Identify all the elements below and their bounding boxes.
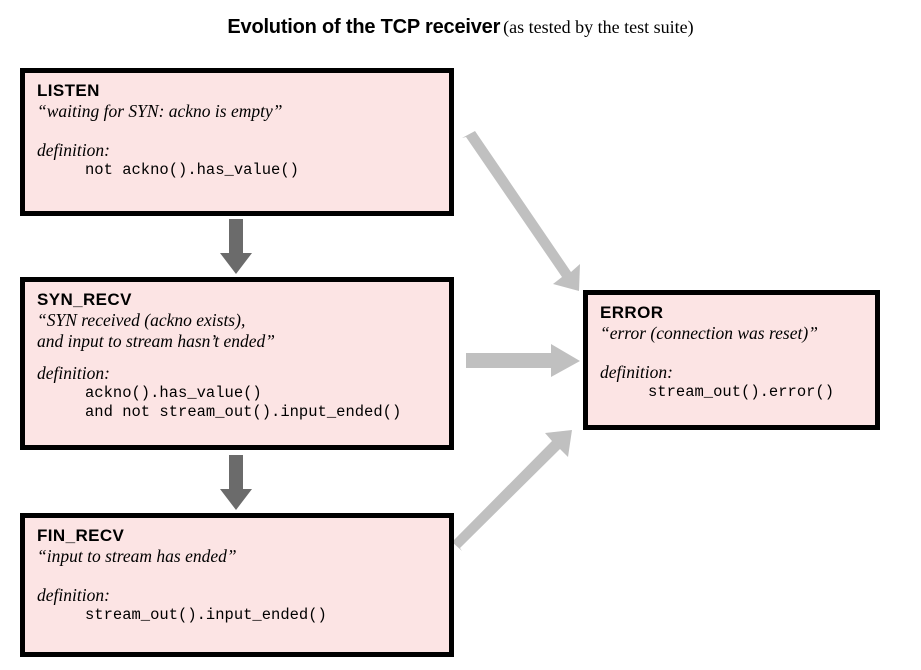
state-quote-listen: “waiting for SYN: ackno is empty” [37, 100, 283, 121]
arrow-fin-recv-to-error [452, 430, 572, 551]
definition-code-syn-recv: ackno().has_value() and not stream_out()… [85, 384, 402, 421]
arrow-listen-to-error [462, 131, 580, 291]
definition-code-fin-recv: stream_out().input_ended() [85, 606, 327, 625]
state-quote-fin-recv: “input to stream has ended” [37, 545, 237, 566]
state-box-error[interactable]: ERROR “error (connection was reset)” def… [583, 290, 880, 430]
definition-label-fin-recv: definition: [37, 585, 110, 606]
state-quote-error: “error (connection was reset)” [600, 322, 818, 343]
definition-label-listen: definition: [37, 140, 110, 161]
title-subtitle-text: (as tested by the test suite) [503, 17, 694, 37]
arrow-syn-recv-to-fin-recv [220, 455, 252, 510]
state-name-syn-recv: SYN_RECV [37, 290, 132, 309]
title-main-text: Evolution of the TCP receiver [227, 16, 501, 38]
definition-code-error: stream_out().error() [648, 383, 835, 402]
definition-code-listen: not ackno().has_value() [85, 161, 299, 180]
state-quote-syn-recv: “SYN received (ackno exists), and input … [37, 309, 276, 352]
arrow-listen-to-syn-recv [220, 219, 252, 274]
state-box-listen[interactable]: LISTEN “waiting for SYN: ackno is empty”… [20, 68, 454, 216]
definition-label-error: definition: [600, 362, 673, 383]
state-box-syn-recv[interactable]: SYN_RECV “SYN received (ackno exists), a… [20, 277, 454, 450]
state-name-listen: LISTEN [37, 81, 100, 100]
state-box-fin-recv[interactable]: FIN_RECV “input to stream has ended” def… [20, 513, 454, 657]
state-name-error: ERROR [600, 303, 664, 322]
state-name-fin-recv: FIN_RECV [37, 526, 125, 545]
arrow-syn-recv-to-error [466, 344, 580, 377]
page-title: Evolution of the TCP receiver(as tested … [0, 16, 921, 39]
definition-label-syn-recv: definition: [37, 363, 110, 384]
